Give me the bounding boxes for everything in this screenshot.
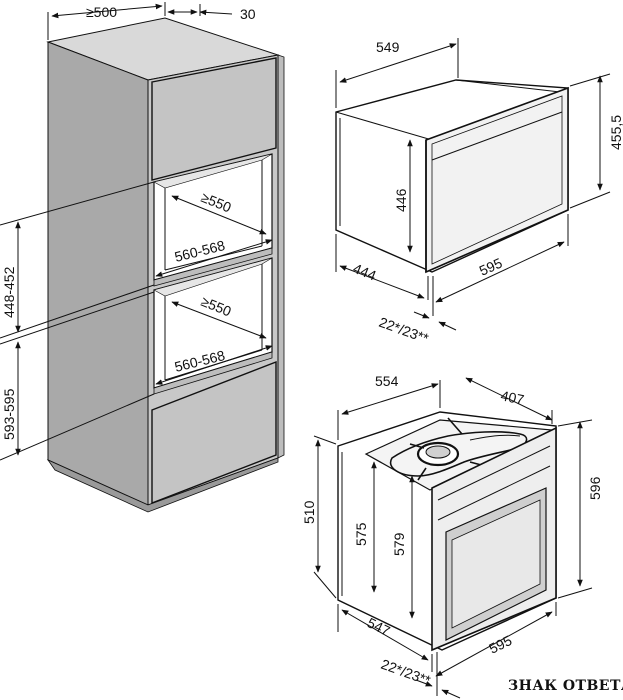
dim-full-depth: 554 <box>375 373 399 389</box>
watermark-text: ЗНАК ОТВЕТА <box>508 678 623 694</box>
dim-compact-width: 595 <box>477 255 505 279</box>
upper-drawer <box>151 57 277 181</box>
dim-compact-body-depth: 444 <box>351 260 379 284</box>
dim-full-body-height: 510 <box>301 500 317 524</box>
dim-compact-door: 22*/23** <box>377 314 431 347</box>
dim-niche-lower-height: 593-595 <box>1 388 17 440</box>
dim-full-width: 595 <box>486 632 514 657</box>
dim-back-gap: 30 <box>240 6 256 22</box>
dim-hob-width: 407 <box>499 387 525 408</box>
dim-full-inner-height-2: 579 <box>391 532 407 556</box>
dim-cabinet-depth: ≥500 <box>86 4 117 20</box>
compact-oven: 549 455,5 446 444 595 22*/23** <box>335 38 623 347</box>
dim-compact-height: 455,5 <box>608 115 623 150</box>
dim-full-door: 22*/23** <box>379 656 433 689</box>
dim-compact-depth: 549 <box>376 39 400 55</box>
hob-grate-icon <box>389 417 528 481</box>
dim-full-inner-height-1: 575 <box>353 522 369 546</box>
dim-compact-inner-height: 446 <box>393 188 409 212</box>
dim-niche-upper-height: 448-452 <box>1 266 17 318</box>
dim-full-height: 596 <box>587 476 603 500</box>
tall-cabinet: ≥500 30 ≥550 560-568 ≥550 560-568 448-45… <box>0 2 285 513</box>
full-oven: 554 407 596 510 575 579 547 595 22*/23 <box>301 373 603 699</box>
